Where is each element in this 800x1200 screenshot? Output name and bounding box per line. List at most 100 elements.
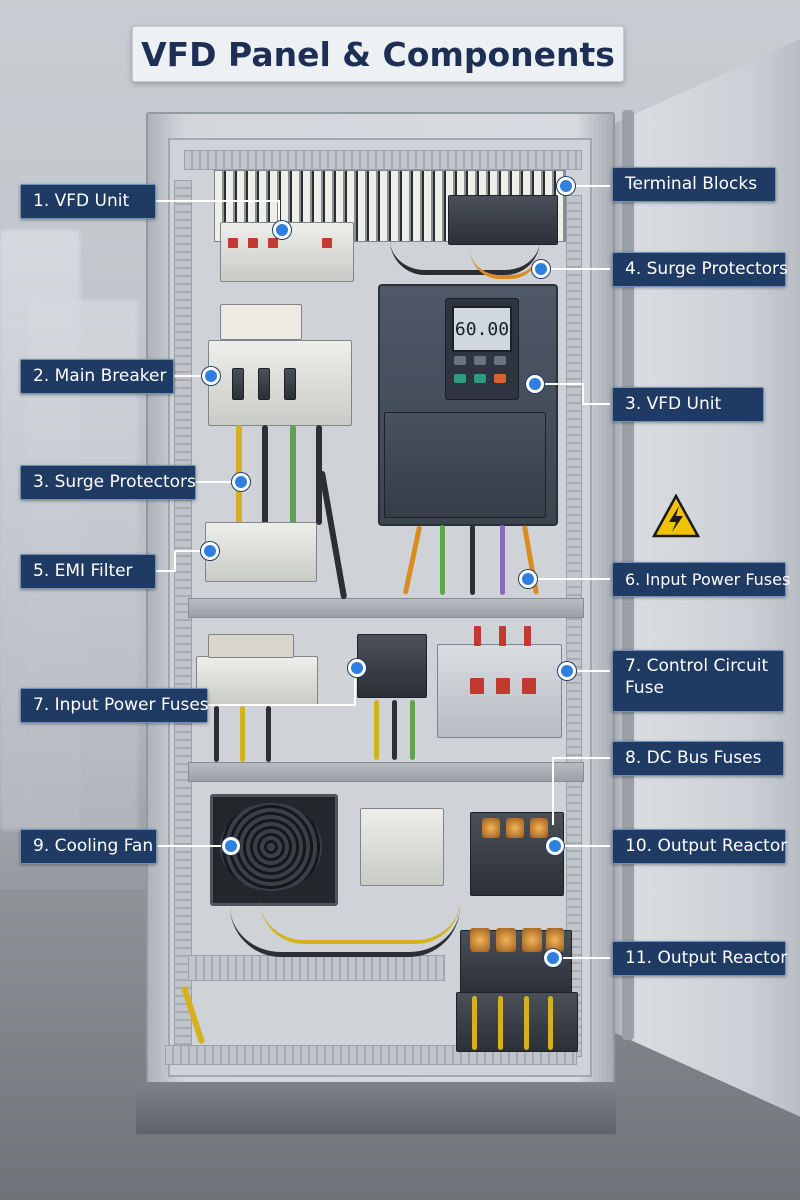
callout-line bbox=[527, 578, 610, 580]
callout-main-breaker: 2. Main Breaker bbox=[20, 359, 174, 394]
callout-line bbox=[154, 570, 176, 572]
callout-line bbox=[566, 670, 610, 672]
callout-line bbox=[554, 845, 610, 847]
wire-black bbox=[392, 700, 397, 760]
wire-bundle bbox=[470, 245, 540, 279]
din-rail-shelf bbox=[188, 762, 584, 782]
indicator bbox=[322, 238, 332, 248]
callout-dot bbox=[546, 837, 564, 855]
callout-line bbox=[174, 550, 176, 572]
callout-line bbox=[552, 957, 610, 959]
wire-yellow bbox=[498, 996, 503, 1050]
wire-yellow bbox=[472, 996, 477, 1050]
bottom-wire-duct bbox=[188, 955, 445, 981]
callout-emi-filter: 5. EMI Filter bbox=[20, 554, 156, 589]
wire-bundle bbox=[390, 240, 540, 275]
callout-line bbox=[552, 757, 610, 759]
callout-line bbox=[582, 403, 610, 405]
cabinet-base bbox=[136, 1082, 616, 1134]
callout-output-reactor-11: 11. Output Reactor bbox=[612, 941, 787, 976]
vfd-button bbox=[454, 356, 466, 365]
page-title: VFD Panel & Components bbox=[132, 26, 624, 82]
wire-yellow bbox=[374, 700, 379, 760]
callout-dot bbox=[557, 177, 575, 195]
indicator bbox=[228, 238, 238, 248]
fuse-indicator bbox=[524, 626, 531, 646]
callout-line bbox=[172, 375, 210, 377]
wire-green bbox=[410, 700, 415, 760]
fuse-indicator bbox=[499, 626, 506, 646]
fuse-cap bbox=[482, 818, 500, 838]
callout-line bbox=[174, 550, 208, 552]
callout-dot bbox=[201, 542, 219, 560]
reactor-terminal bbox=[522, 928, 542, 952]
vfd-button bbox=[474, 356, 486, 365]
wire-yellow bbox=[524, 996, 529, 1050]
fuse-indicator bbox=[522, 678, 536, 694]
callout-dot bbox=[519, 570, 537, 588]
contactor bbox=[360, 808, 444, 886]
vfd-lower-cover bbox=[384, 412, 546, 518]
vfd-display: 60.00 bbox=[452, 306, 512, 352]
fuse-indicator bbox=[470, 678, 484, 694]
callout-dot bbox=[532, 260, 550, 278]
callout-input-power-fuses-left: 7. Input Power Fuses bbox=[20, 688, 209, 723]
indicator bbox=[268, 238, 278, 248]
callout-dot bbox=[348, 659, 366, 677]
breaker-toggle bbox=[258, 368, 270, 400]
callout-line bbox=[354, 666, 356, 706]
input-power-fuses bbox=[196, 656, 318, 706]
callout-terminal-blocks: Terminal Blocks bbox=[612, 167, 776, 202]
surge-protector-block bbox=[448, 195, 558, 245]
callout-vfd-unit-right: 3. VFD Unit bbox=[612, 387, 764, 422]
callout-dot bbox=[558, 662, 576, 680]
wire-purple bbox=[500, 525, 505, 595]
control-module bbox=[357, 634, 427, 698]
reactor-terminal bbox=[496, 928, 516, 952]
fuse-indicator bbox=[496, 678, 510, 694]
callout-dot bbox=[202, 367, 220, 385]
callout-vfd-unit-left: 1. VFD Unit bbox=[20, 184, 156, 219]
callout-dot bbox=[232, 473, 250, 491]
din-rail-shelf bbox=[188, 598, 584, 618]
fuse-holders bbox=[208, 634, 294, 658]
callout-input-power-fuses-right: 6. Input Power Fuses bbox=[612, 562, 790, 597]
callout-line bbox=[552, 757, 554, 825]
callout-dot bbox=[273, 221, 291, 239]
breaker-lugs bbox=[220, 304, 302, 340]
callout-dc-bus-fuses: 8. DC Bus Fuses bbox=[612, 741, 784, 776]
callout-line bbox=[154, 200, 280, 202]
reactor-terminal bbox=[546, 928, 564, 952]
callout-surge-protectors-left: 3. Surge Protectors bbox=[20, 465, 196, 500]
top-breakers bbox=[220, 222, 354, 282]
vfd-stop-button bbox=[494, 374, 506, 383]
wire-green bbox=[290, 425, 296, 525]
main-breaker bbox=[208, 340, 352, 426]
wire-black bbox=[214, 706, 219, 762]
callout-cooling-fan: 9. Cooling Fan bbox=[20, 829, 157, 864]
wire-bundle bbox=[230, 906, 460, 957]
fuse-cap bbox=[506, 818, 524, 838]
callout-line bbox=[534, 383, 582, 385]
emi-filter bbox=[205, 522, 317, 582]
wire-black bbox=[266, 706, 271, 762]
wire-black bbox=[262, 425, 268, 525]
callout-line bbox=[155, 845, 230, 847]
callout-line bbox=[194, 481, 238, 483]
callout-line bbox=[566, 185, 610, 187]
wire-bundle bbox=[260, 900, 460, 944]
reactor-terminal bbox=[470, 928, 490, 952]
callout-line bbox=[540, 268, 610, 270]
callout-output-reactor-10: 10. Output Reactor bbox=[612, 829, 787, 864]
callout-dot bbox=[544, 949, 562, 967]
breaker-toggle bbox=[232, 368, 244, 400]
indicator bbox=[248, 238, 258, 248]
vfd-button bbox=[494, 356, 506, 365]
wire-black bbox=[470, 525, 475, 595]
breaker-toggle bbox=[284, 368, 296, 400]
wire-yellow bbox=[548, 996, 553, 1050]
callout-dot bbox=[526, 375, 544, 393]
callout-line bbox=[278, 200, 280, 228]
callout-control-circuit-fuse: 7. Control Circuit Fuse bbox=[612, 650, 784, 712]
vfd-run-button bbox=[454, 374, 466, 383]
